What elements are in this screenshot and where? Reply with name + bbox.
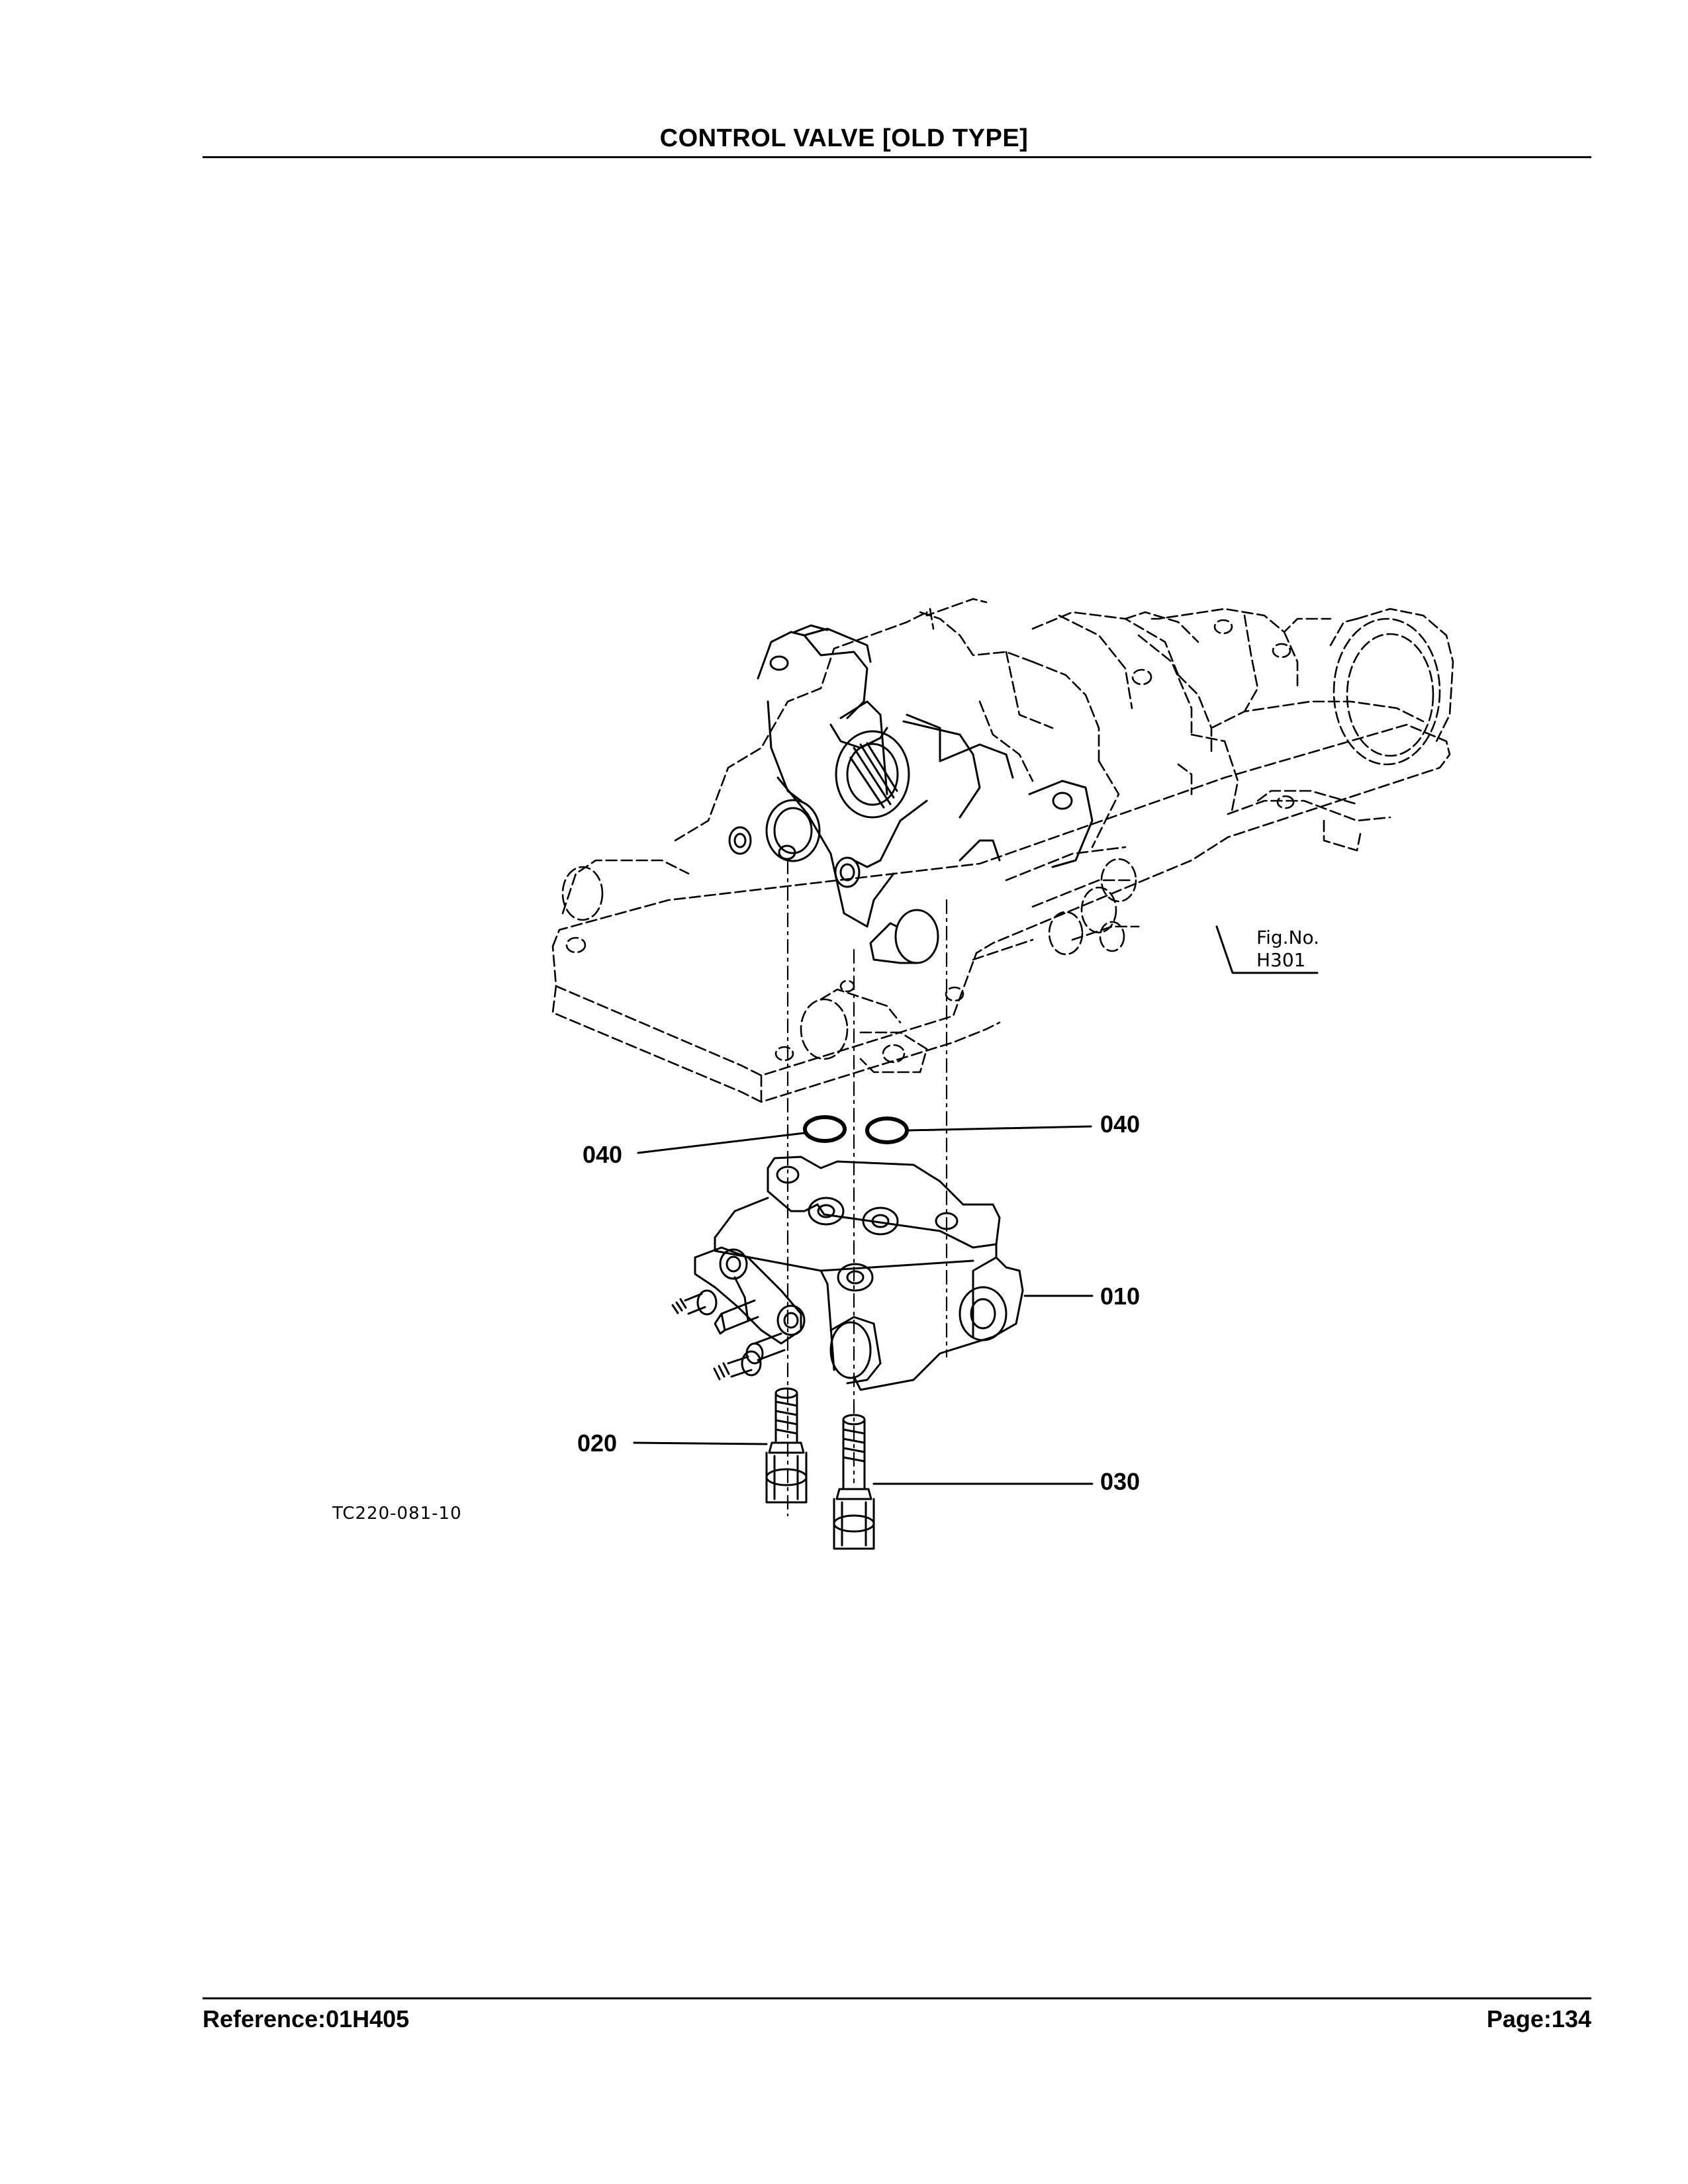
o-ring-left — [803, 1115, 847, 1143]
pump-mount-flange — [728, 624, 1094, 964]
footer-reference: Reference:01H405 — [203, 2005, 410, 2032]
bolt-020 — [765, 1387, 808, 1504]
footer-page-number: Page:134 — [1486, 2005, 1591, 2032]
fig-ref-line2: H301 — [1256, 949, 1306, 971]
callout-bolt-right: 030 — [1100, 1468, 1141, 1495]
leader-lines — [633, 925, 1319, 1485]
fig-ref-line1: Fig.No. — [1256, 927, 1320, 948]
bolt-030 — [833, 1414, 875, 1550]
callout-valve-body: 010 — [1100, 1283, 1141, 1310]
drawing-code: TC220-081-10 — [332, 1504, 462, 1524]
header-rule — [203, 156, 1591, 158]
o-ring-right — [865, 1116, 909, 1144]
page-title: CONTROL VALVE [OLD TYPE] — [659, 124, 1029, 152]
callout-ring-right: 040 — [1100, 1111, 1141, 1138]
callout-bolt-left: 020 — [577, 1430, 618, 1457]
hydraulic-housing-phantom — [551, 598, 1454, 1103]
footer-rule — [203, 1997, 1591, 1999]
assembly-lines — [786, 859, 948, 1517]
callout-ring-left: 040 — [583, 1141, 623, 1168]
control-valve-body — [671, 1156, 1024, 1391]
